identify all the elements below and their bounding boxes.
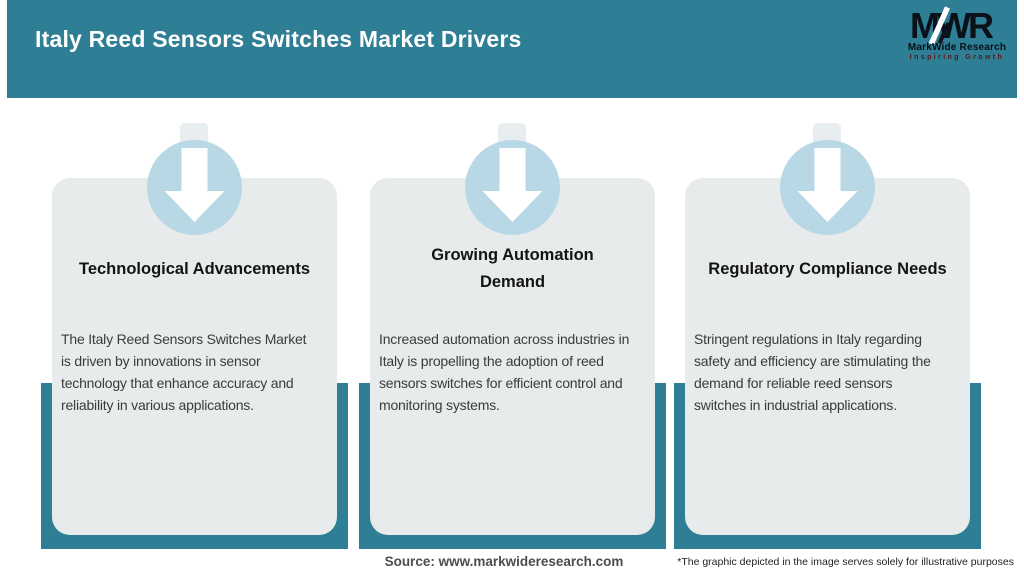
markwide-research-logo: MWR MarkWide Research Inspiring Growth [905,6,1009,61]
driver-card-growing-automation-demand: Growing Automation Demand Increased auto… [370,178,655,535]
header-bar: Italy Reed Sensors Switches Market Drive… [7,0,1017,98]
page-title: Italy Reed Sensors Switches Market Drive… [35,26,522,52]
mwr-monogram-icon: MWR [910,6,997,44]
card-description: Stringent regulations in Italy regarding… [694,331,931,413]
disclaimer-text: *The graphic depicted in the image serve… [677,556,1014,568]
arrow-tail-tab [180,123,208,145]
source-text: Source: www.markwideresearch.com [384,554,624,569]
arrow-tail-tab [498,123,526,145]
arrow-tail-tab [813,123,841,145]
card-title: Growing Automation Demand [431,246,594,291]
card-title: Regulatory Compliance Needs [708,259,947,278]
driver-card-technological-advancements: Technological Advancements The Italy Ree… [52,178,337,535]
arrow-down-icon [780,140,875,235]
arrow-down-icon [147,140,242,235]
arrow-down-icon [465,140,560,235]
svg-text:MWR: MWR [910,6,994,44]
card-title: Technological Advancements [78,259,311,278]
card-description: Increased automation across industries i… [379,331,630,413]
driver-card-regulatory-compliance-needs: Regulatory Compliance Needs Stringent re… [685,178,970,535]
card-description: The Italy Reed Sensors Switches Market i… [61,331,307,413]
logo-tagline: Inspiring Growth [909,54,1005,61]
logo-name: MarkWide Research [907,42,1007,53]
